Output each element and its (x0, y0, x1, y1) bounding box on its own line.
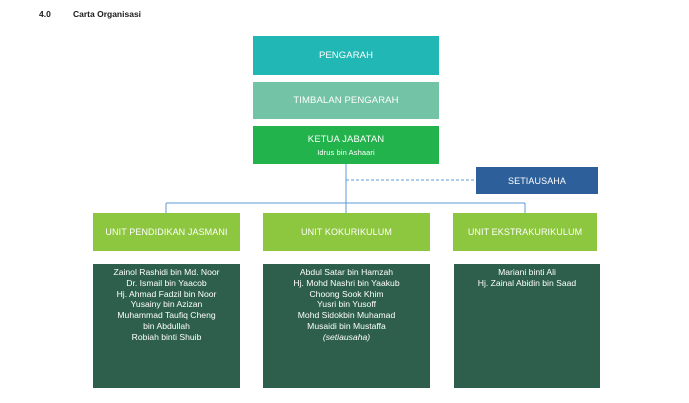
members-ekstrakurikulum: Mariani binti Ali Hj. Zainal Abidin bin … (454, 264, 600, 388)
member-name: Mohd Sidokbin Muhamad (297, 310, 396, 321)
pengarah-label: PENGARAH (318, 50, 374, 61)
members-pendidikan-jasmani: Zainol Rashidi bin Md. Noor Dr. Ismail b… (93, 264, 240, 388)
members-kokurikulum: Abdul Satar bin Hamzah Hj. Mohd Nashri b… (263, 264, 430, 388)
member-name: Dr. Ismail bin Yaacob (126, 277, 207, 288)
unit-label: UNIT EKSTRAKURIKULUM (467, 227, 583, 237)
member-name: Mariani binti Ali (498, 267, 556, 277)
member-name: Yusri bin Yusoff (317, 299, 376, 310)
section-title: Carta Organisasi (73, 9, 142, 19)
unit-kokurikulum-box: UNIT KOKURIKULUM (263, 213, 430, 251)
member-name: Choong Sook Khim (309, 288, 384, 299)
member-name: Yusainy bin Azizan (130, 299, 203, 310)
ketua-jabatan-label: KETUA JABATAN (307, 133, 385, 145)
member-name: bin Abdullah (143, 320, 190, 331)
member-name: Hj. Mohd Nashri bin Yaakub (293, 277, 400, 288)
timbalan-pengarah-box: TIMBALAN PENGARAH (253, 82, 439, 119)
setiausaha-label: SETIAUSAHA (507, 175, 566, 186)
timbalan-pengarah-label: TIMBALAN PENGARAH (293, 95, 399, 106)
member-name: Muhammad Taufiq Cheng (117, 310, 216, 321)
unit-ekstrakurikulum-box: UNIT EKSTRAKURIKULUM (453, 213, 597, 251)
section-number: 4.0 (39, 9, 51, 19)
member-name: Musaidi bin Mustaffa (307, 320, 386, 331)
member-role-note: (setiausaha) (322, 331, 371, 342)
member-name: Zainol Rashidi bin Md. Noor (113, 267, 220, 277)
ketua-jabatan-box: KETUA JABATAN Idrus bin Ashaari (253, 126, 439, 164)
member-name: Robiah binti Shuib (131, 331, 202, 342)
member-name: Abdul Satar bin Hamzah (299, 267, 394, 277)
setiausaha-box: SETIAUSAHA (476, 167, 598, 194)
pengarah-box: PENGARAH (253, 36, 439, 75)
member-name: Hj. Ahmad Fadzil bin Noor (116, 288, 217, 299)
ketua-jabatan-name: Idrus bin Ashaari (317, 147, 375, 157)
unit-label: UNIT KOKURIKULUM (301, 227, 392, 237)
member-name: Hj. Zainal Abidin bin Saad (477, 277, 577, 288)
unit-pendidikan-jasmani-box: UNIT PENDIDIKAN JASMANI (93, 213, 240, 251)
unit-label: UNIT PENDIDIKAN JASMANI (105, 227, 228, 237)
